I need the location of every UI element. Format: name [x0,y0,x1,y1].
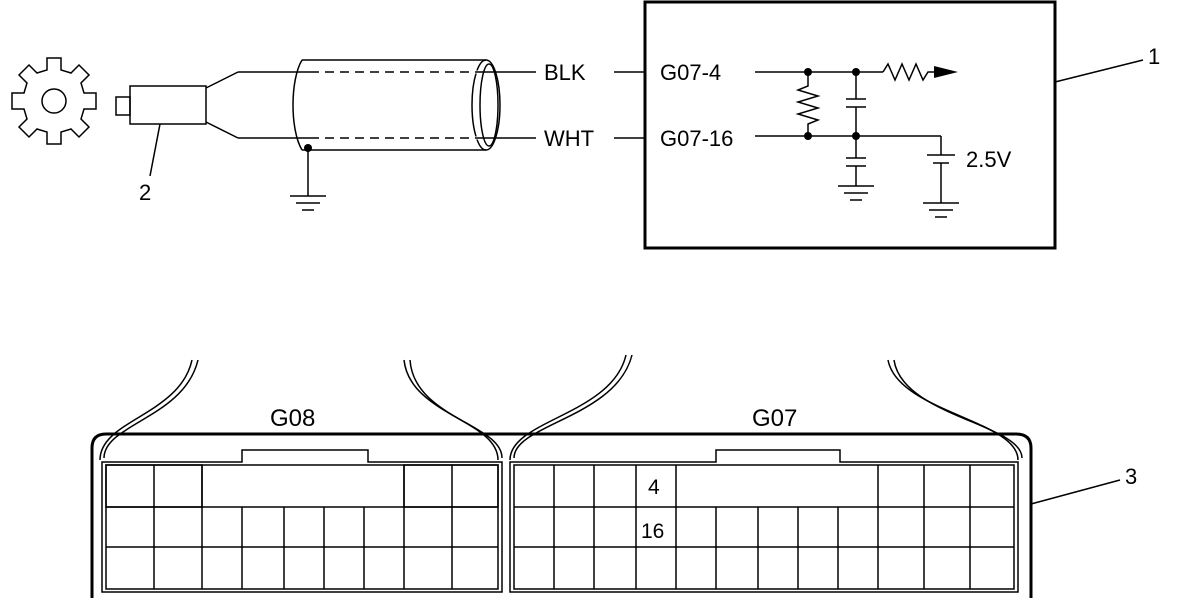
wire-label-blk: BLK [544,60,586,85]
sensor-body [115,71,239,139]
callout-sensor: 2 [139,180,151,205]
shield-ground-icon [290,144,326,211]
pin-number-4: 4 [648,476,660,499]
shield-sleeve [292,59,501,151]
ecm-input-circuit [755,62,959,218]
wire-label-wht: WHT [544,126,594,151]
callout-line-connector [1030,479,1121,505]
connector-label-g07: G07 [752,405,797,432]
ecm-box [643,0,1057,250]
terminal-label-g07-16: G07-16 [660,126,733,151]
callout-ecm: 1 [1148,44,1160,69]
callout-line-sensor [149,123,161,177]
ecm-connector [90,354,1033,598]
pin-number-16: 16 [641,520,664,543]
connector-label-g08: G08 [270,405,315,432]
gear-icon [11,57,97,145]
reference-voltage-label: 2.5V [966,147,1012,172]
callout-line-ecm [1054,59,1144,83]
callout-connector: 3 [1125,464,1137,489]
terminal-label-g07-4: G07-4 [660,60,721,85]
